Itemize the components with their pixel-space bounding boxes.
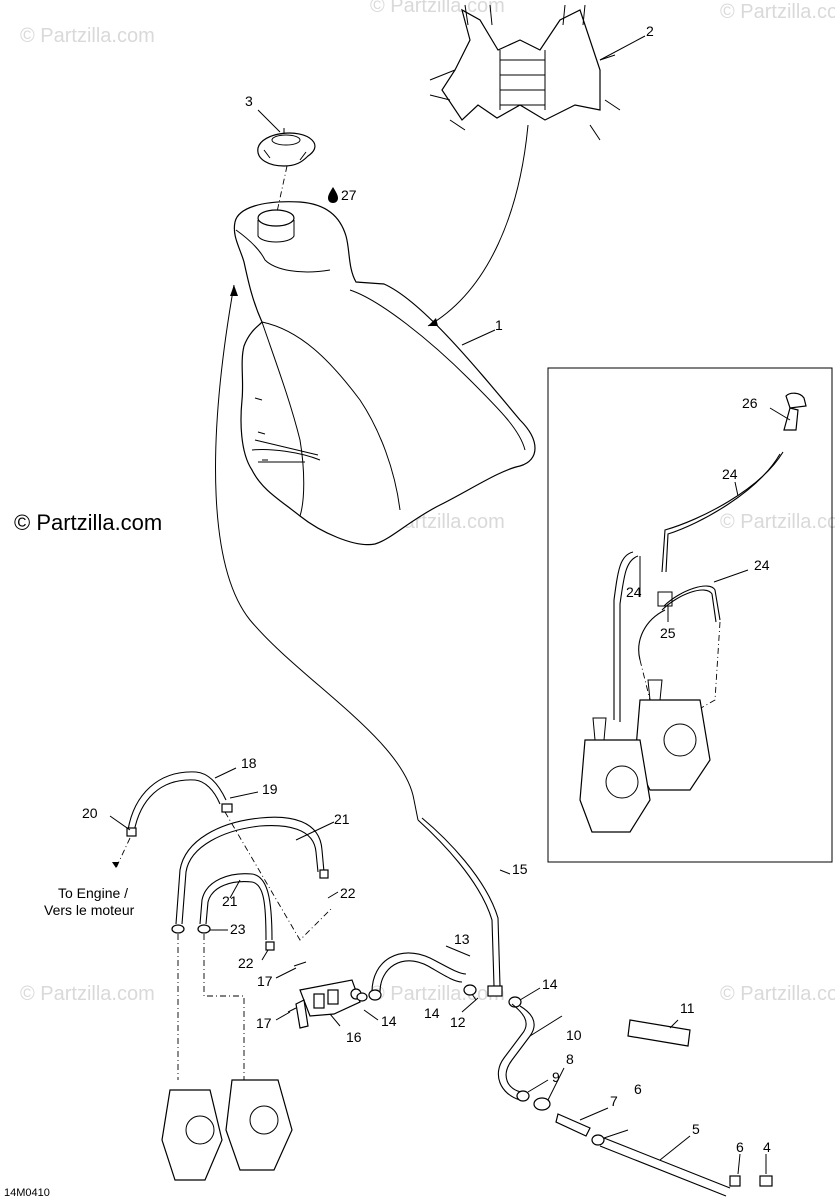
- part-18-hose: [133, 779, 221, 833]
- callout-4: 4: [763, 1139, 771, 1155]
- callout-6: 6: [736, 1139, 744, 1155]
- engine-note-line1: To Engine /: [58, 885, 128, 901]
- copyright-text: © Partzilla.com: [14, 510, 162, 535]
- callout-15: 15: [512, 861, 528, 877]
- callout-17: 17: [256, 1015, 272, 1031]
- callout-13: 13: [454, 931, 470, 947]
- carburetor-vent-inset: [547, 367, 833, 863]
- callout-18: 18: [241, 755, 257, 771]
- callout-17: 17: [257, 973, 273, 989]
- callout-3: 3: [245, 93, 253, 109]
- callout-14: 14: [381, 1013, 397, 1029]
- watermark: © Partzilla.com: [720, 1, 835, 23]
- callout-14: 14: [542, 976, 558, 992]
- callout-12: 12: [450, 1014, 466, 1030]
- callouts: 1 2 3 4 5 6 6 7 8 9 10 11 12 13 14 14 14…: [82, 23, 771, 1155]
- watermark: © Partzilla.com: [720, 511, 835, 533]
- callout-21: 21: [222, 893, 238, 909]
- callout-2: 2: [646, 23, 654, 39]
- watermark: © Partzilla.com: [370, 0, 505, 17]
- callout-10: 10: [566, 1027, 582, 1043]
- callout-23: 23: [230, 921, 246, 937]
- watermark: © Partzilla.com: [20, 25, 155, 47]
- part-3-fuel-cap: [257, 128, 316, 167]
- callout-1: 1: [495, 317, 503, 333]
- callout-24: 24: [754, 557, 770, 573]
- callout-11: 11: [680, 1000, 695, 1016]
- leader-arrow: [215, 284, 415, 801]
- watermark: © Partzilla.com: [370, 983, 505, 1005]
- watermark: © Partzilla.com: [720, 983, 835, 1005]
- callout-8: 8: [566, 1051, 574, 1067]
- part-2-strap: [429, 4, 621, 141]
- leader-lines: [109, 35, 791, 1175]
- callout-9: 9: [552, 1069, 560, 1085]
- callout-19: 19: [262, 781, 278, 797]
- callout-5: 5: [692, 1121, 700, 1137]
- callout-20: 20: [82, 805, 98, 821]
- callout-24: 24: [626, 584, 642, 600]
- oil-drop-icon: [328, 187, 338, 203]
- callout-16: 16: [346, 1029, 362, 1045]
- watermark: © Partzilla.com: [20, 983, 155, 1005]
- drawing-code: 14M0410: [4, 1187, 50, 1199]
- callout-22: 22: [238, 955, 254, 971]
- engine-note-line2: Vers le moteur: [44, 902, 135, 918]
- callout-14: 14: [424, 1005, 440, 1021]
- callout-7: 7: [610, 1093, 618, 1109]
- callout-27: 27: [341, 187, 357, 203]
- callout-21: 21: [334, 811, 350, 827]
- callout-6: 6: [634, 1081, 642, 1097]
- callout-25: 25: [660, 625, 676, 641]
- part-1-fuel-tank: [233, 201, 536, 546]
- callout-22: 22: [340, 885, 356, 901]
- callout-24: 24: [722, 466, 738, 482]
- part-16-fuel-valve: [295, 979, 362, 1029]
- leader-arrow: [427, 124, 529, 327]
- callout-26: 26: [742, 395, 758, 411]
